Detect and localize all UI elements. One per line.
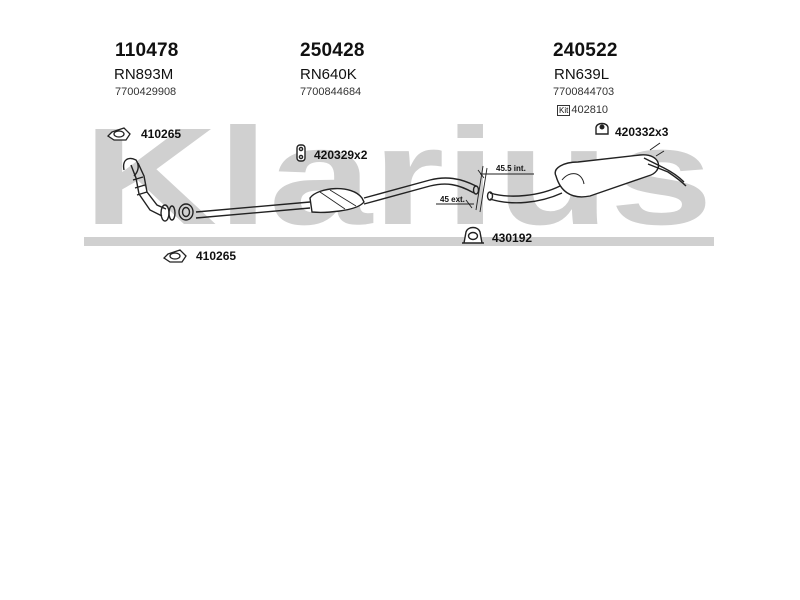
oe-number-7700429908: 7700429908 (115, 86, 177, 98)
ref-code-rn640k: RN640K (300, 66, 357, 83)
callout-clamp: 430192 (492, 231, 533, 245)
ref-code-rn893m: RN893M (114, 66, 174, 83)
ref-code-rn639l: RN639L (554, 66, 610, 83)
oe-number-7700844703: 7700844703 (553, 86, 615, 98)
dimension-external: 45 ext. (440, 195, 465, 204)
part-number-240522: 240522 (553, 40, 618, 61)
pipe-clamp-icon (462, 226, 484, 244)
kit-number: 402810 (571, 104, 609, 116)
oe-number-7700844684: 7700844684 (300, 86, 362, 98)
part-number-110478: 110478 (115, 40, 179, 61)
kit-reference: Kit 402810 (557, 104, 608, 116)
dimension-internal: 45.5 int. (496, 164, 526, 173)
rubber-mount-icon (595, 122, 609, 135)
ring-gasket-icon (106, 127, 131, 141)
dimension-marks (436, 165, 534, 213)
rubber-hanger-icon (296, 144, 306, 162)
callout-gasket-bottom: 410265 (196, 249, 237, 263)
rear-silencer (486, 142, 687, 204)
front-downpipe (122, 157, 176, 222)
flange-gasket (178, 203, 194, 221)
intermediate-pipe (195, 177, 480, 219)
ring-gasket-icon (162, 249, 187, 263)
kit-tag: Kit (557, 104, 571, 116)
part-number-250428: 250428 (300, 40, 365, 61)
callout-hanger-mid: 420329x2 (314, 148, 368, 162)
callout-gasket-top: 410265 (141, 127, 182, 141)
callout-hanger-rear: 420332x3 (615, 125, 669, 139)
